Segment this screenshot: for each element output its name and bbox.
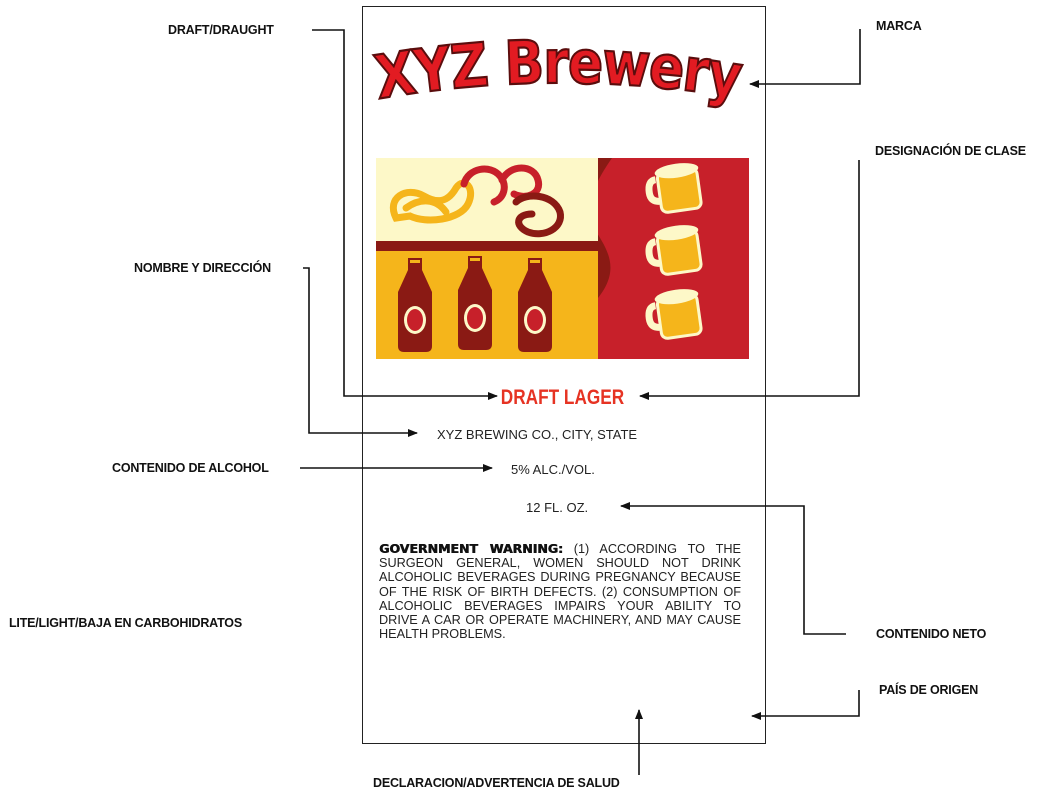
beer-mug-icon xyxy=(645,163,703,340)
label-illustration xyxy=(376,158,749,359)
nombre-arrow xyxy=(303,267,418,437)
callout-marca: MARCA xyxy=(876,19,922,33)
net-contents: 12 FL. OZ. xyxy=(526,500,589,515)
pretzel-icon xyxy=(389,164,564,238)
callout-lite: LITE/LIGHT/BAJA EN CARBOHIDRATOS xyxy=(9,616,242,630)
government-warning: GOVERNMENT WARNING: (1) ACCORDING TO THE… xyxy=(379,541,741,642)
callout-clase: DESIGNACIÓN DE CLASE xyxy=(875,144,1026,158)
callout-salud: DECLARACION/ADVERTENCIA DE SALUD xyxy=(373,776,620,790)
callout-draft: DRAFT/DRAUGHT xyxy=(168,23,274,37)
alcohol-content: 5% ALC./VOL. xyxy=(511,462,595,477)
name-and-address: XYZ BREWING CO., CITY, STATE xyxy=(437,427,638,442)
warning-title: GOVERNMENT WARNING: xyxy=(379,541,563,556)
product-class-designation: DRAFT LAGER xyxy=(500,386,625,409)
clase-arrow xyxy=(639,160,860,400)
marca-arrow xyxy=(749,29,861,88)
callout-nombre: NOMBRE Y DIRECCIÓN xyxy=(134,261,271,275)
draft-arrow xyxy=(312,29,498,400)
brand-logo: XYZ Brewery xyxy=(369,26,749,114)
warning-text: (1) ACCORDING TO THE SURGEON GENERAL, WO… xyxy=(379,542,741,642)
neto-arrow xyxy=(620,502,846,635)
pais-arrow xyxy=(751,690,860,720)
beer-bottle-icon xyxy=(398,256,552,352)
callout-neto: CONTENIDO NETO xyxy=(876,627,987,641)
callout-pais: PAÍS DE ORIGEN xyxy=(879,683,979,697)
beer-label xyxy=(362,6,766,744)
callout-alcohol: CONTENIDO DE ALCOHOL xyxy=(112,461,269,475)
